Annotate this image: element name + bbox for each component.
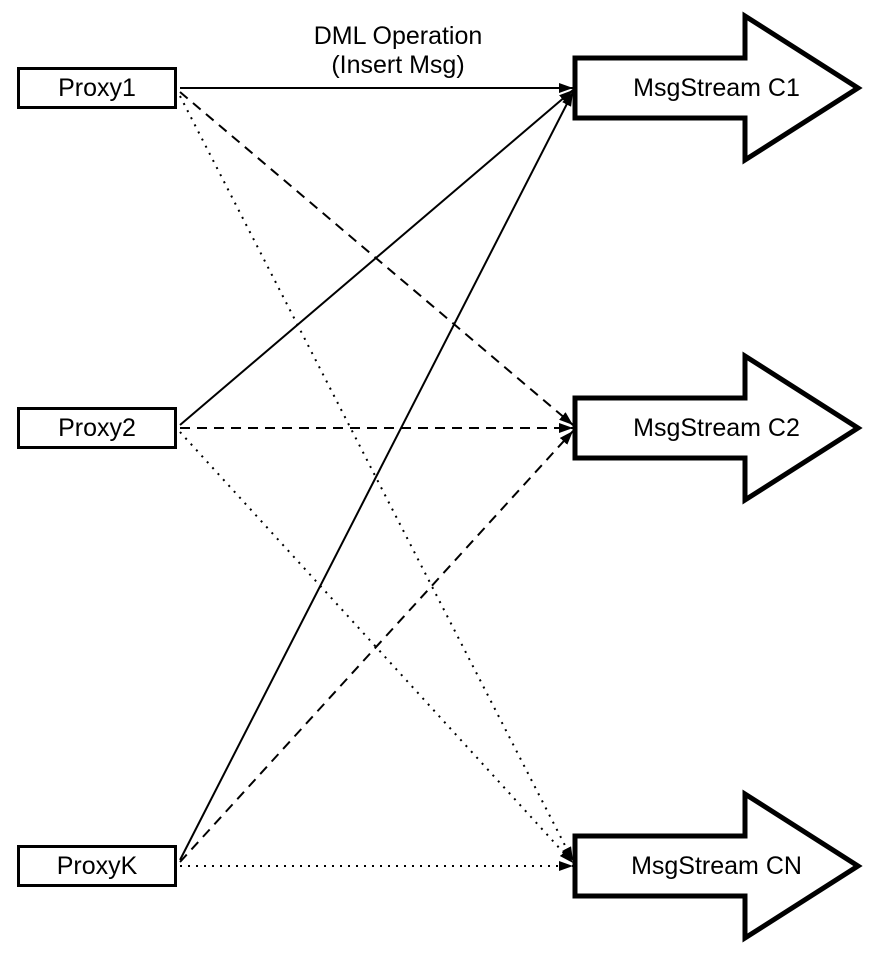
proxy1-label: Proxy1 <box>58 73 136 102</box>
msgstream-c1-block-arrow <box>572 11 863 165</box>
dml-operation-label-line1: DML Operation <box>313 22 483 50</box>
edge-proxy2-to-cn <box>179 431 574 864</box>
msgstream-c2-block-arrow <box>572 351 863 505</box>
proxy2-box: Proxy2 <box>17 407 177 449</box>
msgstream-cn-block-arrow <box>572 789 863 943</box>
proxy1-box: Proxy1 <box>17 67 177 109</box>
proxyk-box: ProxyK <box>17 845 177 887</box>
edge-proxy1-to-c2 <box>179 91 574 426</box>
edge-proxyk-to-c1 <box>179 91 574 861</box>
proxyk-label: ProxyK <box>56 851 138 880</box>
dml-operation-label-line2: (Insert Msg) <box>331 51 465 79</box>
proxy2-label: Proxy2 <box>58 413 136 442</box>
edge-proxyk-to-c2 <box>179 430 574 863</box>
dml-operation-label: DML Operation (Insert Msg) <box>314 22 483 80</box>
